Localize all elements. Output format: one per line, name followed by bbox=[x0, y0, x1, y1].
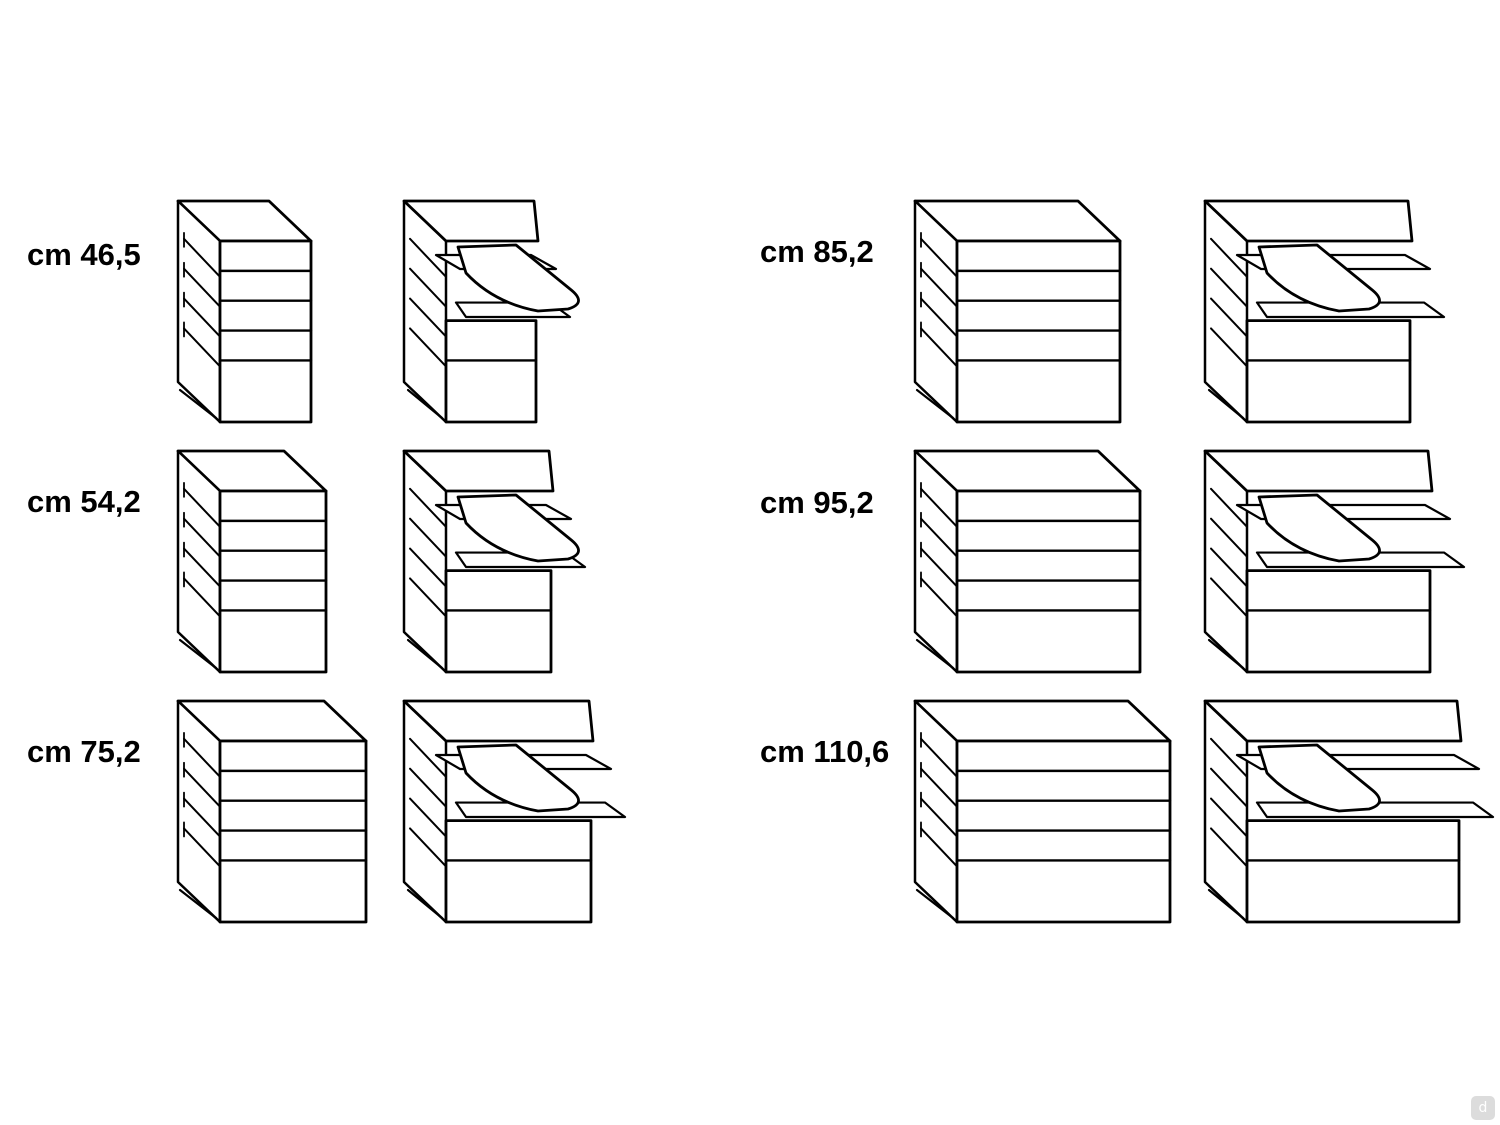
closed-drawer-unit bbox=[176, 699, 368, 924]
drawer-unit-with-ironing-board bbox=[1203, 699, 1495, 924]
closed-drawer-unit bbox=[176, 449, 328, 674]
size-label-6: cm 110,6 bbox=[760, 734, 890, 769]
size-label-4: cm 85,2 bbox=[760, 234, 874, 269]
size-label-1: cm 46,5 bbox=[27, 237, 141, 272]
drawer-unit-with-ironing-board bbox=[1203, 449, 1466, 674]
closed-drawer-unit bbox=[913, 199, 1122, 424]
drawer-unit-with-ironing-board bbox=[402, 199, 580, 424]
d-logo-icon: d bbox=[1471, 1096, 1495, 1120]
drawer-unit-with-ironing-board bbox=[1203, 199, 1446, 424]
size-label-3: cm 75,2 bbox=[27, 734, 141, 769]
badge-glyph: d bbox=[1478, 1100, 1488, 1116]
closed-drawer-unit bbox=[913, 449, 1142, 674]
drawer-unit-with-ironing-board bbox=[402, 449, 587, 674]
closed-drawer-unit bbox=[176, 199, 313, 424]
size-label-2: cm 54,2 bbox=[27, 484, 141, 519]
drawer-unit-with-ironing-board bbox=[402, 699, 627, 924]
size-label-5: cm 95,2 bbox=[760, 485, 874, 520]
closed-drawer-unit bbox=[913, 699, 1172, 924]
